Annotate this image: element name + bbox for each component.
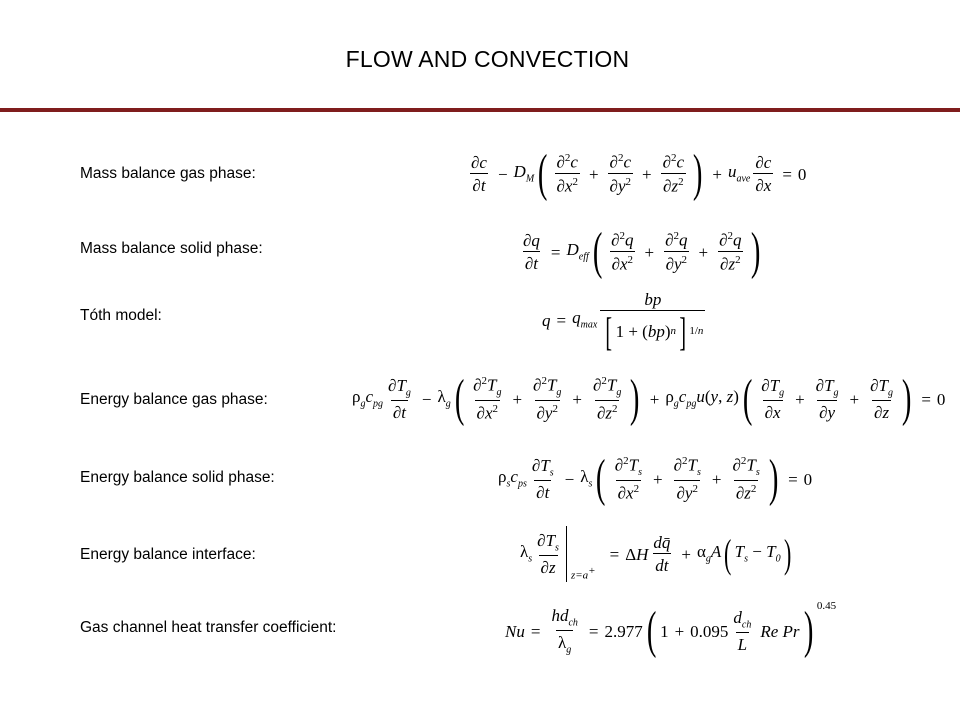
equation-toth-model: q = qmax bp [1 + (bp)n]1/n — [542, 289, 706, 354]
equation-energy-balance-interface: λs ∂Ts∂z z=a+ = ΔH dq̄dt + αgA ( Ts − T0… — [520, 526, 794, 582]
equation-energy-balance-solid: ρscps ∂Ts∂t − λs ( ∂2Ts∂x2 + ∂2Ts∂y2 + ∂… — [498, 449, 813, 507]
equation-energy-balance-gas: ρgcpg ∂Tg∂t − λg ( ∂2Tg∂x2 + ∂2Tg∂y2 + ∂… — [352, 369, 946, 427]
label-energy-balance-gas: Energy balance gas phase: — [80, 391, 268, 408]
equation-mass-balance-solid: ∂q∂t = Deff ( ∂2q∂x2 + ∂2q∂y2 + ∂2q∂z2 ) — [522, 222, 760, 280]
title-divider — [0, 108, 960, 112]
label-mass-balance-gas: Mass balance gas phase: — [80, 165, 256, 182]
label-toth-model: Tóth model: — [80, 307, 162, 324]
label-energy-balance-solid: Energy balance solid phase: — [80, 469, 275, 486]
label-energy-balance-interface: Energy balance interface: — [80, 546, 256, 563]
page-title: FLOW AND CONVECTION — [345, 46, 630, 72]
label-mass-balance-solid: Mass balance solid phase: — [80, 240, 263, 257]
label-gas-channel-heat-transfer: Gas channel heat transfer coefficient: — [80, 619, 337, 636]
equation-mass-balance-gas: ∂c∂t − DM ( ∂2c∂x2 + ∂2c∂y2 + ∂2c∂z2 ) +… — [470, 144, 807, 202]
